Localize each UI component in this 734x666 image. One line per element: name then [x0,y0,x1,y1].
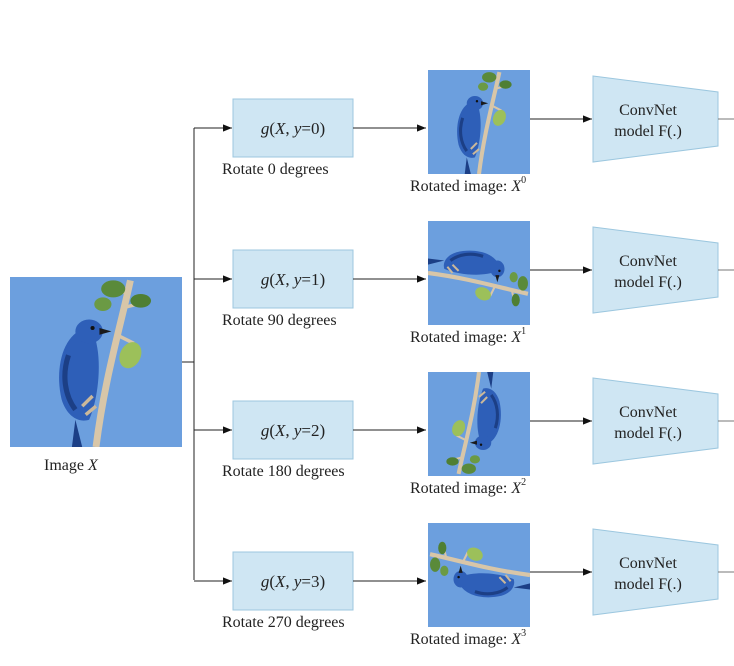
rotated-image-caption: Rotated image: X0 [410,175,526,195]
model-label-line1: ConvNet [619,102,677,119]
rotated-image-1 [428,221,530,325]
input-image [10,277,182,447]
model-label-line2: model F(.) [614,123,682,140]
convnet-model-block [592,226,719,314]
model-label-line2: model F(.) [614,274,682,291]
convnet-model-block [592,377,719,465]
rotate-degrees-label: Rotate 0 degrees [222,161,329,178]
transform-label: g(X, y=1) [261,270,325,289]
model-label-line2: model F(.) [614,576,682,593]
rotated-image-caption: Rotated image: X1 [410,326,526,346]
model-label-line2: model F(.) [614,425,682,442]
rotated-image-caption: Rotated image: X2 [410,477,526,497]
transform-box [232,98,354,158]
model-label-line1: ConvNet [619,404,677,421]
model-label-line1: ConvNet [619,555,677,572]
input-image-caption: Image X [44,457,99,474]
rotate-degrees-label: Rotate 90 degrees [222,312,337,329]
convnet-model-block [592,75,719,163]
rotated-image-0 [428,70,530,174]
transform-label: g(X, y=0) [261,119,325,138]
transform-box [232,400,354,460]
transform-label: g(X, y=3) [261,572,325,591]
transform-box [232,551,354,611]
model-label-line1: ConvNet [619,253,677,270]
rotate-degrees-label: Rotate 270 degrees [222,614,345,631]
transform-label: g(X, y=2) [261,421,325,440]
rotate-degrees-label: Rotate 180 degrees [222,463,345,480]
convnet-model-block [592,528,719,616]
rotated-image-3 [428,523,530,627]
transform-box [232,249,354,309]
rotated-image-2 [428,372,530,476]
rotated-image-caption: Rotated image: X3 [410,628,526,648]
